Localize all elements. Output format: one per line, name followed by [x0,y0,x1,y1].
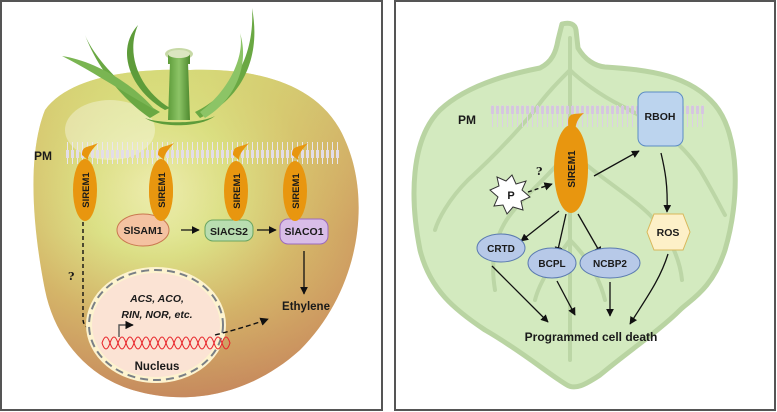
arrow-crtd-to-pcd [491,265,549,323]
remorin-4: SlREM1 [283,143,308,221]
ros-node: ROS [646,213,691,251]
ncbp2-node: NCBP2 [579,247,641,279]
dna-helix-strand [101,336,231,350]
rboh-label: RBOH [645,111,676,123]
transcription-start-arrow-icon [118,320,134,337]
phosphorylation-icon: P [489,174,531,215]
slaco1-label: SlACO1 [284,226,323,238]
arrow-bcpl-to-pcd [556,280,576,316]
remorin-3: SlREM1 [224,143,249,221]
phospho-label: P [507,190,514,202]
dashed-arrow-p-to-remorin [527,182,553,193]
ros-label: ROS [657,227,680,239]
nucleus: ACS, ACO, RIN, NOR, etc. Nucleus [86,267,231,383]
remorin-label: SlREM1 [157,172,168,208]
remorin-label: SlREM1 [81,172,92,208]
pm-label: PM [458,113,476,127]
crtd-label: CRTD [487,244,515,255]
arrow-ros-to-pcd [629,253,669,325]
remorin-2-overlay [149,163,173,221]
unknown-link-question-mark: ? [536,165,542,178]
bcpl-label: BCPL [538,259,565,270]
remorin-label: SlREM1 [567,150,578,188]
target-genes-line2: RIN, NOR, etc. [121,309,192,321]
arrow-rboh-to-ros [660,152,672,213]
crtd-node: CRTD [476,233,526,263]
remorin-label: SlREM1 [232,173,243,209]
right-panel: PM RBOH SlREM1 P ? ROS [394,0,776,411]
arrow-remorin-to-ncbp2 [577,213,602,255]
arrow-remorin-to-crtd [520,210,560,242]
unknown-link-question-mark: ? [68,270,74,283]
plasma-membrane [66,142,341,164]
slsam1-label: SlSAM1 [123,225,162,237]
rboh-node: RBOH [637,91,684,147]
remorin-right: SlREM1 [554,113,588,213]
tomato-calyx-icon [62,8,255,126]
arrow-remorin-to-bcpl [554,213,567,255]
ncbp2-label: NCBP2 [593,259,627,270]
dashed-arrow-nucleus-to-ethylene [214,317,269,336]
remorin-1: SlREM1 [73,143,98,221]
bcpl-node: BCPL [527,247,577,279]
remorin-label: SlREM1 [291,173,302,209]
protein-slsam1: SlSAM1 [116,213,170,247]
arrow-remorin-to-rboh [593,150,640,177]
target-genes-line1: ACS, ACO, [129,293,184,305]
protein-slaco1: SlACO1 [279,218,329,245]
ethylene-label: Ethylene [282,301,330,313]
slacs2-label: SlACS2 [210,226,248,238]
left-panel: PM SlREM1 SlREM1 SlSAM1 SlREM1 SlACS2 [0,0,383,411]
programmed-cell-death-label: Programmed cell death [525,330,658,344]
nucleus-label: Nucleus [135,361,180,373]
protein-slacs2: SlACS2 [204,219,254,242]
pm-label: PM [34,149,52,163]
